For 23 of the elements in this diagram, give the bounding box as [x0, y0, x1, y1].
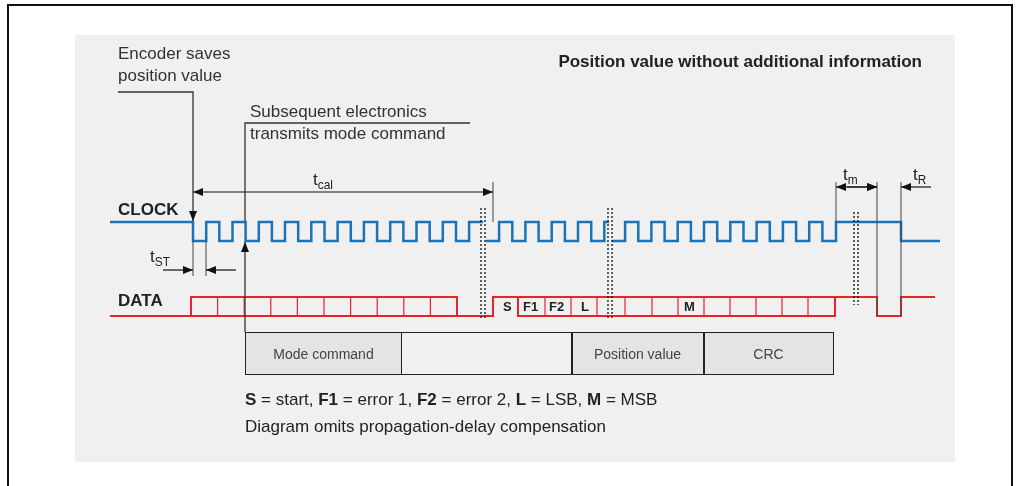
abbreviation-note: S = start, F1 = error 1, F2 = error 2, L = LSB, M = MSB [245, 389, 658, 411]
signal-name: CLOCK [118, 199, 179, 221]
bit-label: S [503, 298, 512, 316]
diagram-title: Position value without additional information [558, 51, 922, 73]
footnote: Diagram omits propagation-delay compensation [245, 416, 606, 438]
frame-field: Position value [571, 332, 704, 375]
leader-arrow [117, 91, 197, 222]
clock-waveform [110, 220, 940, 243]
leader-line [244, 122, 471, 222]
annotation-text: Subsequent electronics transmits mode command [250, 101, 495, 145]
leader-arrow [241, 241, 249, 333]
signal-name: DATA [118, 290, 163, 312]
annotation-text: Encoder saves position value [118, 43, 258, 87]
frame-field: CRC [703, 332, 834, 375]
timing-symbol: t$_{m}$ [843, 164, 858, 189]
timing-symbol: t$_{ST}$ [150, 246, 170, 271]
bit-label: M [684, 298, 695, 316]
timing-symbol: t$_{cal}$ [313, 169, 333, 194]
bit-label: L [581, 298, 589, 316]
bit-label: F2 [549, 298, 565, 316]
timing-symbol: t$_{R}$ [913, 164, 927, 189]
frame-field: Mode command [245, 332, 402, 375]
bit-label: F1 [523, 298, 539, 316]
